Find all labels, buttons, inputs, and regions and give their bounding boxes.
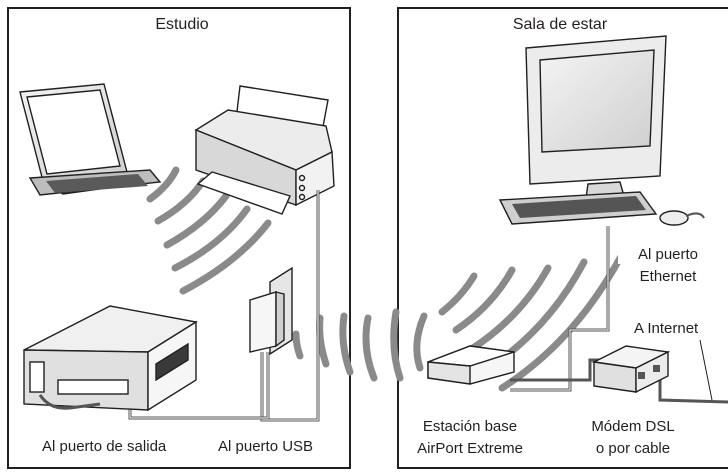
keyboard-icon <box>498 191 658 225</box>
ethernet-label-line1: Al puerto <box>618 246 718 264</box>
airport-express-icon <box>249 266 293 356</box>
base-station-label-line2: AirPort Extreme <box>408 440 532 458</box>
modem-label-line1: Módem DSL <box>576 418 690 436</box>
output-port-label: Al puerto de salida <box>40 438 169 456</box>
imac-icon <box>525 35 667 199</box>
laptop-icon <box>19 83 162 196</box>
modem-icon <box>591 345 671 394</box>
studio-title: Estudio <box>140 16 224 34</box>
mouse-icon <box>659 210 689 226</box>
living-room-title: Sala de estar <box>498 16 622 34</box>
usb-port-label: Al puerto USB <box>216 438 316 456</box>
airport-extreme-icon <box>427 345 515 385</box>
speaker-receiver-icon <box>23 305 198 412</box>
modem-label-line2: o por cable <box>576 440 690 458</box>
ethernet-label-line2: Ethernet <box>618 268 718 286</box>
internet-label: A Internet <box>632 320 701 338</box>
base-station-label-line1: Estación base <box>408 418 532 436</box>
internet-cable <box>658 380 728 404</box>
printer-icon <box>194 85 335 215</box>
